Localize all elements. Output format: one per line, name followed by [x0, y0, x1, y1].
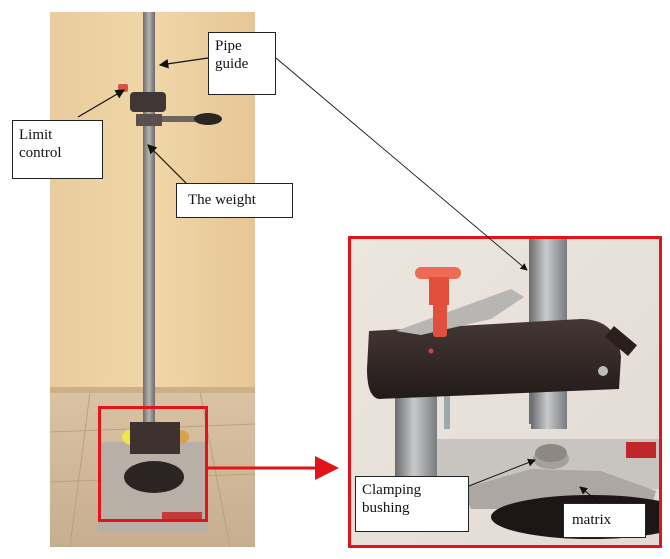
highlight-box-left — [98, 406, 208, 522]
label-limit-control: Limit control — [12, 120, 103, 179]
weight-collar — [136, 114, 162, 126]
limit-control-body — [367, 319, 621, 399]
red-handle-stem — [433, 299, 447, 337]
label-matrix: matrix — [563, 503, 646, 538]
label-clamping-bushing: Clamping bushing — [355, 476, 469, 532]
limit-control-collar — [130, 92, 166, 112]
label-the-weight: The weight — [176, 183, 293, 218]
weight-handle — [194, 113, 222, 125]
pipe-guide-rod — [143, 12, 155, 432]
matrix-disc — [124, 461, 184, 493]
label-pipe-guide: Pipe guide — [208, 32, 276, 95]
